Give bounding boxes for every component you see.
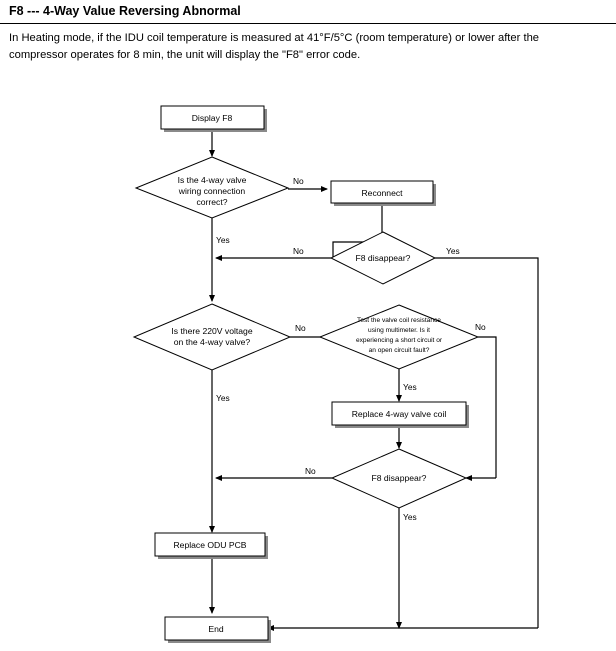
edge-label-voltage-yes: Yes bbox=[216, 393, 230, 403]
node-reconnect[interactable]: Reconnect bbox=[330, 180, 436, 206]
node-wiring-line3: correct? bbox=[196, 197, 227, 207]
node-replace-odu-pcb[interactable]: Replace ODU PCB bbox=[154, 532, 268, 559]
edge-label-wiring-yes: Yes bbox=[216, 235, 230, 245]
node-display-f8-label: Display F8 bbox=[192, 113, 233, 123]
node-wiring-line1: Is the 4-way valve bbox=[178, 175, 247, 185]
edge-label-disappear1-no: No bbox=[293, 246, 304, 256]
node-replace-coil[interactable]: Replace 4-way valve coil bbox=[331, 401, 469, 428]
node-coil-test-diamond bbox=[318, 304, 480, 370]
node-f8-disappear-1-label: F8 disappear? bbox=[356, 253, 411, 263]
node-f8-disappear-1-diamond bbox=[329, 231, 437, 285]
edge-label-voltage-no: No bbox=[295, 323, 306, 333]
node-end-label: End bbox=[208, 624, 224, 634]
node-voltage-line2: on the 4-way valve? bbox=[174, 337, 251, 347]
node-wiring-decision[interactable]: Is the 4-way valve wiring connection cor… bbox=[134, 156, 290, 219]
edge-label-group: No Yes No Yes No Yes No Yes No Yes bbox=[216, 176, 486, 522]
node-wiring-diamond bbox=[134, 156, 290, 219]
node-replace-coil-label: Replace 4-way valve coil bbox=[352, 409, 447, 419]
node-voltage-decision[interactable]: Is there 220V voltage on the 4-way valve… bbox=[132, 303, 292, 371]
node-replace-coil-box bbox=[331, 401, 467, 426]
node-voltage-diamond bbox=[132, 303, 292, 371]
node-end[interactable]: End bbox=[164, 616, 271, 643]
node-f8-disappear-2-label: F8 disappear? bbox=[372, 473, 427, 483]
edge-disappear1-yes-rail bbox=[435, 257, 539, 628]
node-reconnect-label: Reconnect bbox=[361, 188, 403, 198]
edge-label-disappear1-yes: Yes bbox=[446, 246, 460, 256]
edge-coiltest-no-down bbox=[478, 336, 497, 478]
node-voltage-line1: Is there 220V voltage bbox=[171, 326, 252, 336]
title-divider bbox=[0, 23, 616, 24]
node-reconnect-box bbox=[330, 180, 434, 204]
node-f8-disappear-2[interactable]: F8 disappear? bbox=[330, 448, 468, 509]
node-display-f8-box bbox=[160, 105, 265, 130]
node-replace-odu-pcb-box bbox=[154, 532, 266, 557]
node-coil-test-line2: using multimeter. Is it bbox=[368, 327, 430, 334]
edge-label-disappear2-yes: Yes bbox=[403, 512, 417, 522]
node-display-f8[interactable]: Display F8 bbox=[160, 105, 267, 132]
edge-label-coiltest-yes: Yes bbox=[403, 382, 417, 392]
node-end-box bbox=[164, 616, 269, 641]
node-f8-disappear-2-diamond bbox=[330, 448, 468, 509]
node-replace-odu-pcb-label: Replace ODU PCB bbox=[173, 540, 246, 550]
description-paragraph: In Heating mode, if the IDU coil tempera… bbox=[9, 32, 540, 61]
node-coil-test-decision[interactable]: Test the valve coil resistance using mul… bbox=[318, 304, 480, 370]
node-coil-test-line4: an open circuit fault? bbox=[369, 347, 430, 354]
node-coil-test-line1: Test the valve coil resistance bbox=[357, 317, 441, 324]
page-title: F8 --- 4-Way Value Reversing Abnormal bbox=[9, 4, 241, 18]
edge-label-wiring-no: No bbox=[293, 176, 304, 186]
node-coil-test-line3: experiencing a short circuit or bbox=[356, 337, 443, 344]
edge-label-disappear2-no: No bbox=[305, 466, 316, 476]
node-f8-disappear-1[interactable]: F8 disappear? bbox=[329, 231, 437, 285]
node-wiring-line2: wiring connection bbox=[178, 186, 246, 196]
edge-label-coiltest-no: No bbox=[475, 322, 486, 332]
